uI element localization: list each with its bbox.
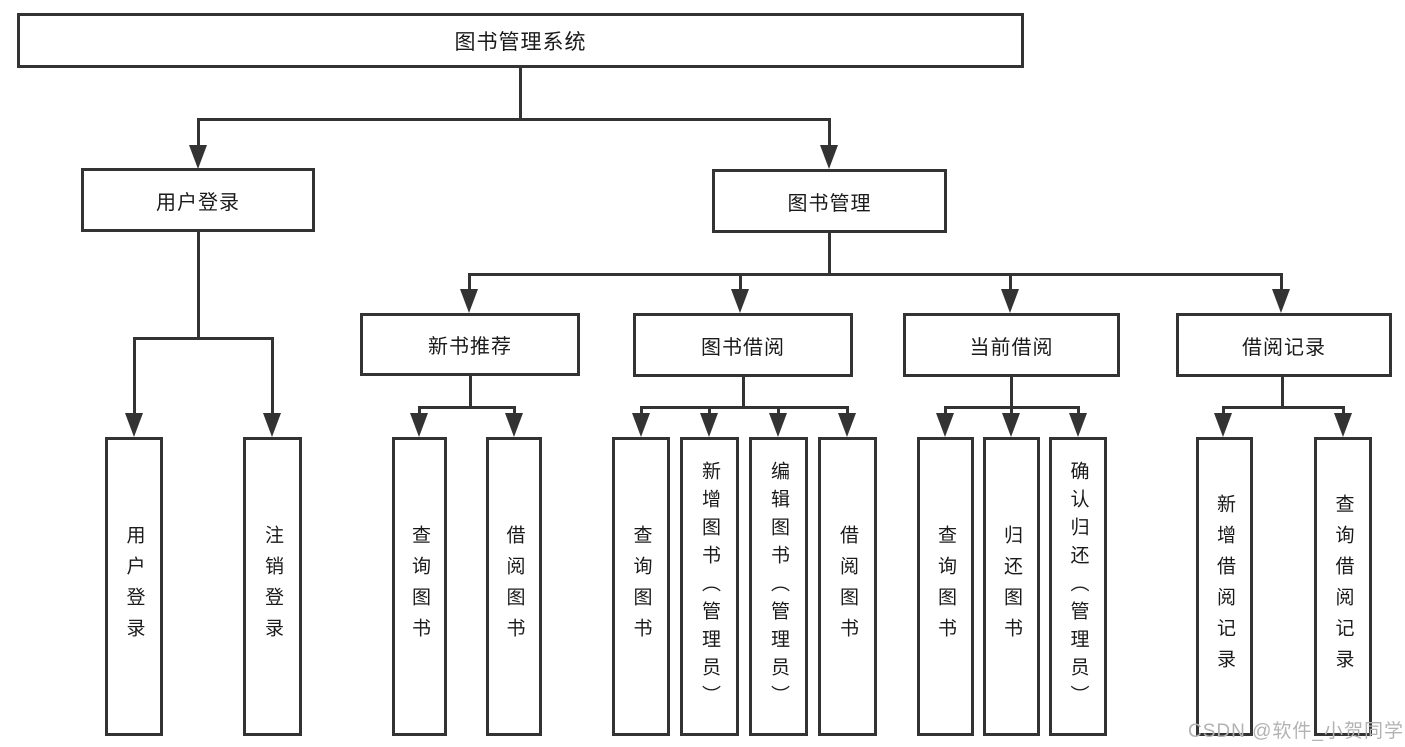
connector-line	[828, 118, 831, 146]
connector-line	[513, 406, 516, 414]
leaf-logout-label: 注销登录	[262, 524, 283, 649]
leaf-borrow-borrow-books: 借阅图书	[818, 437, 877, 736]
connector-line	[468, 273, 1283, 276]
leaf-current-query-books-label: 查询图书	[935, 524, 956, 649]
arrow-down-icon	[936, 413, 954, 437]
connector-line	[739, 273, 742, 289]
connector-line	[1010, 406, 1013, 414]
connector-line	[133, 337, 274, 340]
node-user-login-label: 用户登录	[156, 191, 240, 214]
arrow-down-icon	[125, 413, 143, 437]
leaf-edit-books-admin: 编辑图书（管理员）	[749, 437, 808, 736]
arrow-down-icon	[1334, 413, 1352, 437]
connector-line	[1222, 406, 1345, 409]
connector-line	[846, 406, 849, 414]
connector-line	[197, 118, 831, 121]
connector-line	[944, 406, 947, 414]
leaf-newbook-query-books: 查询图书	[392, 437, 447, 736]
node-book-management-label: 图书管理	[787, 192, 872, 215]
connector-line	[133, 337, 136, 413]
leaf-add-borrow-record: 新增借阅记录	[1196, 437, 1253, 736]
leaf-user-login-label: 用户登录	[123, 524, 145, 649]
leaf-return-books-label: 归还图书	[1001, 524, 1022, 649]
arrow-down-icon	[263, 413, 281, 437]
arrow-down-icon	[505, 413, 523, 437]
node-current-borrow-label: 当前借阅	[969, 336, 1054, 359]
leaf-query-borrow-record-label: 查询借阅记录	[1332, 493, 1354, 680]
arrow-down-icon	[769, 413, 787, 437]
leaf-logout: 注销登录	[243, 437, 302, 736]
leaf-user-login: 用户登录	[105, 437, 163, 736]
connector-line	[271, 337, 274, 413]
connector-line	[1010, 377, 1013, 406]
arrow-down-icon	[1069, 413, 1087, 437]
node-new-book-recommend-label: 新书推荐	[428, 336, 512, 358]
arrow-down-icon	[189, 145, 207, 169]
node-new-book-recommend: 新书推荐	[360, 313, 580, 376]
connector-line	[519, 68, 522, 120]
arrow-down-icon	[1214, 413, 1232, 437]
leaf-add-books-admin: 新增图书（管理员）	[680, 437, 739, 736]
connector-line	[418, 406, 516, 409]
connector-line	[197, 232, 200, 337]
connector-line	[1281, 377, 1284, 406]
arrow-down-icon	[632, 413, 650, 437]
leaf-newbook-query-books-label: 查询图书	[409, 524, 430, 649]
arrow-down-icon	[700, 413, 718, 437]
node-book-borrow-label: 图书借阅	[701, 336, 785, 359]
leaf-borrow-query-books-label: 查询图书	[630, 524, 652, 649]
connector-line	[742, 377, 745, 406]
arrow-down-icon	[460, 289, 478, 313]
node-root-label: 图书管理系统	[454, 30, 587, 54]
connector-line	[1280, 273, 1283, 289]
arrow-down-icon	[1272, 289, 1290, 313]
connector-line	[708, 406, 711, 414]
leaf-newbook-borrow-books: 借阅图书	[486, 437, 542, 736]
leaf-borrow-query-books: 查询图书	[612, 437, 670, 736]
arrow-down-icon	[731, 289, 749, 313]
arrow-down-icon	[410, 413, 428, 437]
leaf-return-books: 归还图书	[983, 437, 1040, 736]
arrow-down-icon	[838, 413, 856, 437]
connector-line	[640, 406, 848, 409]
leaf-current-query-books: 查询图书	[917, 437, 974, 736]
node-current-borrow: 当前借阅	[903, 313, 1120, 377]
connector-line	[640, 406, 643, 414]
connector-line	[418, 406, 421, 414]
leaf-add-books-admin-label: 新增图书（管理员）	[699, 460, 720, 713]
connector-line	[1077, 406, 1080, 414]
leaf-add-borrow-record-label: 新增借阅记录	[1214, 493, 1235, 680]
leaf-query-borrow-record: 查询借阅记录	[1314, 437, 1372, 736]
connector-line	[1342, 406, 1345, 414]
node-borrow-records: 借阅记录	[1176, 313, 1392, 377]
node-book-management: 图书管理	[712, 169, 947, 233]
leaf-edit-books-admin-label: 编辑图书（管理员）	[768, 460, 789, 713]
leaf-borrow-borrow-books-label: 借阅图书	[837, 524, 858, 649]
connector-line	[468, 273, 471, 289]
leaf-newbook-borrow-books-label: 借阅图书	[503, 524, 525, 649]
arrow-down-icon	[1002, 413, 1020, 437]
csdn-watermark: CSDN @软件_小贺同学	[1188, 721, 1404, 742]
connector-line	[1222, 406, 1225, 414]
connector-line	[469, 376, 472, 406]
node-root-system: 图书管理系统	[17, 13, 1024, 68]
node-user-login: 用户登录	[81, 168, 315, 232]
connector-line	[1009, 273, 1012, 289]
connector-line	[828, 233, 831, 273]
node-borrow-records-label: 借阅记录	[1242, 336, 1326, 359]
arrow-down-icon	[820, 145, 838, 169]
connector-line	[197, 118, 200, 146]
connector-line	[777, 406, 780, 414]
node-book-borrow: 图书借阅	[633, 313, 853, 377]
arrow-down-icon	[1001, 289, 1019, 313]
leaf-confirm-return-admin-label: 确认归还（管理员）	[1067, 460, 1089, 713]
leaf-confirm-return-admin: 确认归还（管理员）	[1049, 437, 1107, 736]
